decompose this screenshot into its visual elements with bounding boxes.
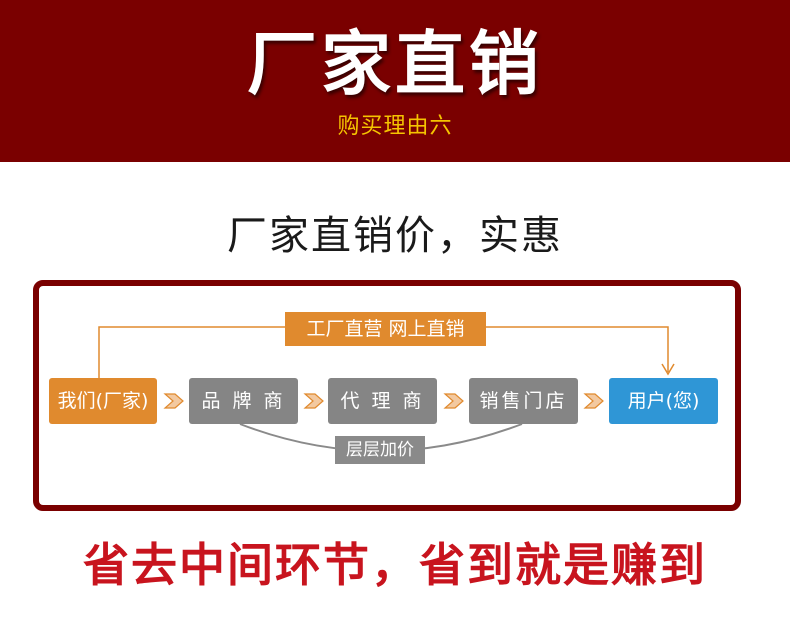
headline: 厂家直销价，实惠	[227, 213, 563, 259]
chevron-right-icon	[303, 393, 324, 409]
direct-route-arrowhead	[661, 363, 675, 376]
top-banner: 厂家直销 购买理由六	[0, 0, 790, 162]
markup-label: 层层加价	[335, 436, 425, 464]
node-user: 用户(您)	[609, 378, 718, 424]
chevron-right-icon	[443, 393, 464, 409]
chevron-right-icon	[163, 393, 184, 409]
banner-subtitle: 购买理由六	[337, 114, 453, 139]
node-brand: 品 牌 商	[189, 378, 298, 424]
direct-sales-label: 工厂直营 网上直销	[285, 312, 486, 346]
node-agent: 代 理 商	[328, 378, 437, 424]
node-store: 销售门店	[469, 378, 578, 424]
node-manufacturer: 我们(厂家)	[49, 378, 157, 424]
banner-title: 厂家直销	[247, 23, 543, 105]
slogan: 省去中间环节，省到就是赚到	[83, 538, 707, 592]
chevron-right-icon	[583, 393, 604, 409]
